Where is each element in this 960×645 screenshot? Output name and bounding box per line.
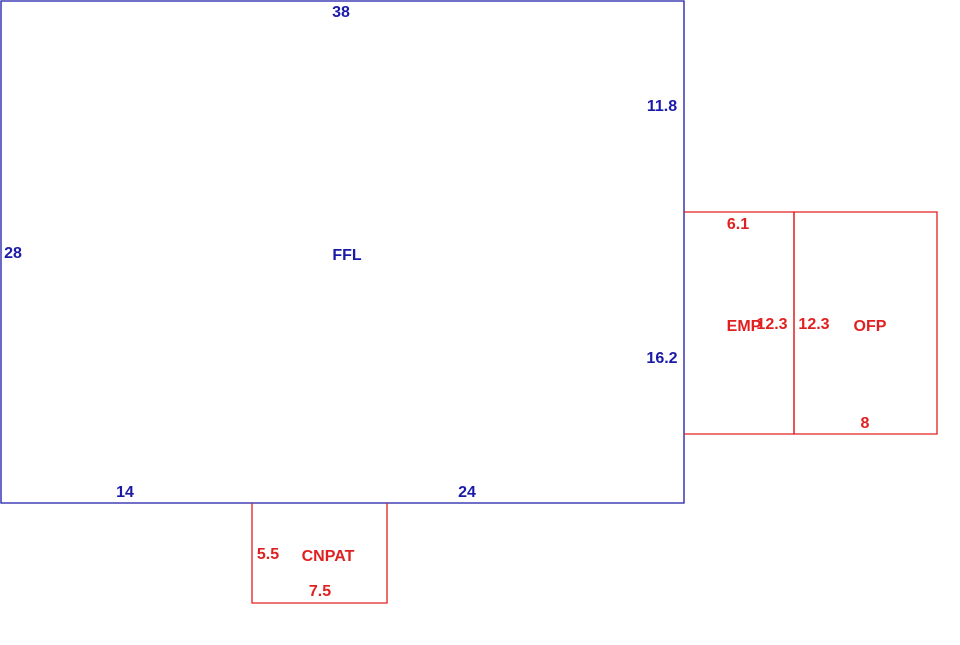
cnpat-dim-bottom: 7.5 — [309, 583, 331, 600]
emp-label: EMP — [727, 318, 762, 335]
ofp-dim-bottom: 8 — [861, 415, 870, 432]
cnpat-label: CNPAT — [302, 548, 355, 565]
ffl-dim-left: 28 — [4, 245, 22, 262]
emp-dim-side: 12.3 — [756, 316, 787, 333]
ofp-label: OFP — [854, 318, 887, 335]
ofp-area: OFP 12.3 8 — [793, 211, 938, 435]
cnpat-area: CNPAT 5.5 7.5 — [251, 503, 388, 604]
ffl-area: FFL 38 11.8 16.2 28 14 24 — [0, 0, 685, 504]
ffl-dim-top: 38 — [332, 4, 350, 21]
ffl-dim-bottom-left: 14 — [116, 484, 134, 501]
ofp-outline — [793, 211, 938, 435]
ffl-dim-right-lower: 16.2 — [646, 350, 677, 367]
ffl-dim-right-upper: 11.8 — [647, 98, 677, 115]
ffl-label: FFL — [332, 247, 362, 264]
cnpat-dim-side: 5.5 — [257, 546, 279, 563]
cnpat-outline — [251, 503, 388, 604]
ofp-dim-side: 12.3 — [798, 316, 829, 333]
emp-dim-top: 6.1 — [727, 216, 749, 233]
emp-area: EMP 6.1 12.3 — [684, 211, 795, 435]
ffl-dim-bottom-right: 24 — [458, 484, 476, 501]
ffl-outline — [0, 0, 685, 504]
